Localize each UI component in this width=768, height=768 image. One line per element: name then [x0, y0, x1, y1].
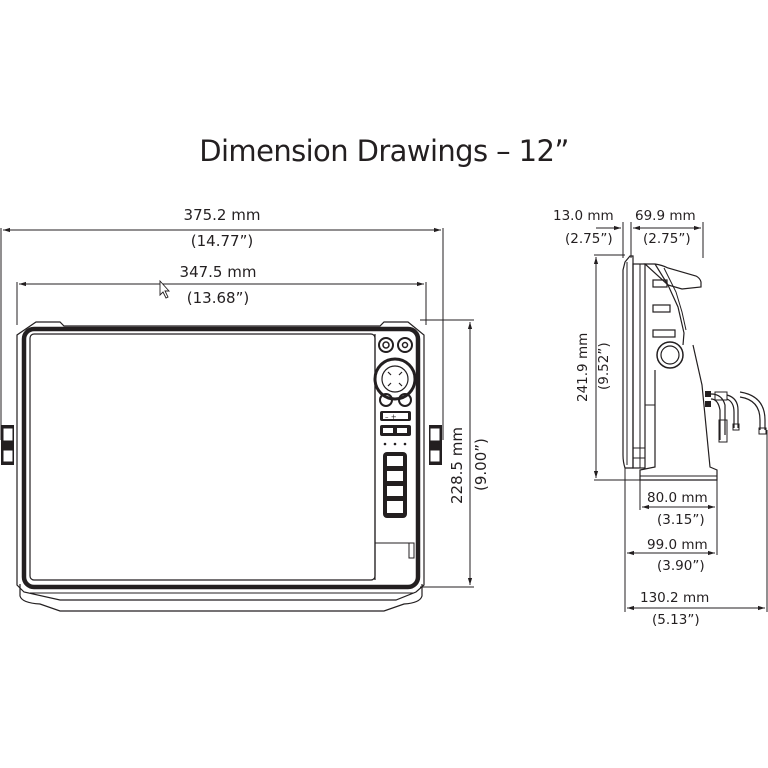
display-width-in: (13.68”): [186, 289, 250, 307]
mouse-cursor-icon: [159, 279, 171, 299]
mount-depth-in: (2.75”): [643, 231, 691, 247]
overall-width-mm: 375.2 mm: [183, 206, 261, 224]
display-width-mm: 347.5 mm: [179, 263, 257, 281]
page-title: Dimension Drawings – 12”: [199, 134, 569, 168]
base-width-in: (3.15”): [657, 512, 705, 528]
mount-depth-mm: 69.9 mm: [635, 208, 696, 224]
overall-width-in: (14.77”): [190, 232, 254, 250]
overall-height-mm: 241.9 mm: [575, 332, 591, 402]
bezel-depth-in: (2.75”): [565, 231, 613, 247]
front-view: – +: [0, 227, 474, 612]
base-total-in: (3.90”): [657, 558, 705, 574]
height-mm: 228.5 mm: [448, 427, 466, 504]
overall-height-in: (9.52”): [596, 342, 612, 390]
base-width-mm: 80.0 mm: [647, 490, 708, 506]
overall-depth-in: (5.13”): [652, 612, 700, 628]
svg-text:– +: – +: [385, 413, 397, 421]
height-in: (9.00”): [472, 438, 490, 491]
overall-depth-mm: 130.2 mm: [640, 590, 710, 606]
bezel-depth-mm: 13.0 mm: [553, 208, 614, 224]
side-view: [593, 222, 768, 612]
base-total-mm: 99.0 mm: [647, 537, 708, 553]
